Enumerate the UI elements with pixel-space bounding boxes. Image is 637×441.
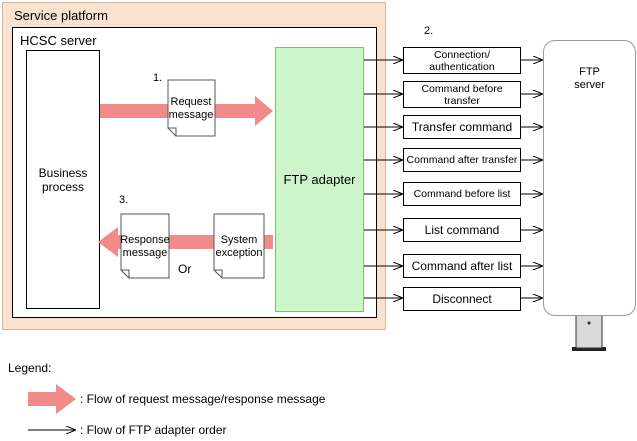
- command-box-list: List command: [403, 218, 521, 242]
- step-2-label: 2.: [424, 25, 434, 37]
- command-box-connection: Connection/authentication: [403, 47, 521, 74]
- service-platform-title: Service platform: [14, 8, 108, 23]
- command-box-after-transfer: Command after transfer: [403, 148, 521, 172]
- command-box-disconnect: Disconnect: [403, 287, 521, 311]
- or-label: Or: [178, 262, 192, 276]
- hcsc-server-title: HCSC server: [20, 33, 97, 48]
- command-box-before-list: Command before list: [403, 182, 521, 206]
- response-document-icon: [120, 213, 170, 279]
- business-process-line2: process: [41, 179, 84, 194]
- command-box-after-list: Command after list: [403, 254, 521, 278]
- legend-order-text: : Flow of FTP adapter order: [80, 423, 227, 437]
- ftp-adapter-label: FTP adapter: [283, 172, 356, 187]
- request-document-icon: [167, 79, 216, 137]
- legend-message-arrow: [28, 384, 76, 414]
- ftp-adapter-box: FTP adapter: [275, 47, 364, 312]
- step-1-label: 1.: [153, 72, 163, 84]
- business-process-box: Business process: [26, 50, 100, 309]
- command-box-transfer: Transfer command: [403, 115, 521, 139]
- ftp-server-box: [543, 40, 636, 316]
- legend-title: Legend:: [8, 361, 52, 375]
- step-3-label: 3.: [119, 194, 129, 206]
- response-flow-arrow: [98, 227, 273, 257]
- request-message-text: Request message: [168, 96, 214, 121]
- business-process-line1: Business: [38, 165, 88, 180]
- legend-message-text: : Flow of request message/response messa…: [80, 392, 326, 406]
- ftp-server-label: FTP server: [574, 66, 605, 91]
- response-message-text: Response message: [120, 234, 170, 259]
- exception-document-icon: [213, 213, 265, 279]
- system-exception-text: System exception: [215, 234, 263, 259]
